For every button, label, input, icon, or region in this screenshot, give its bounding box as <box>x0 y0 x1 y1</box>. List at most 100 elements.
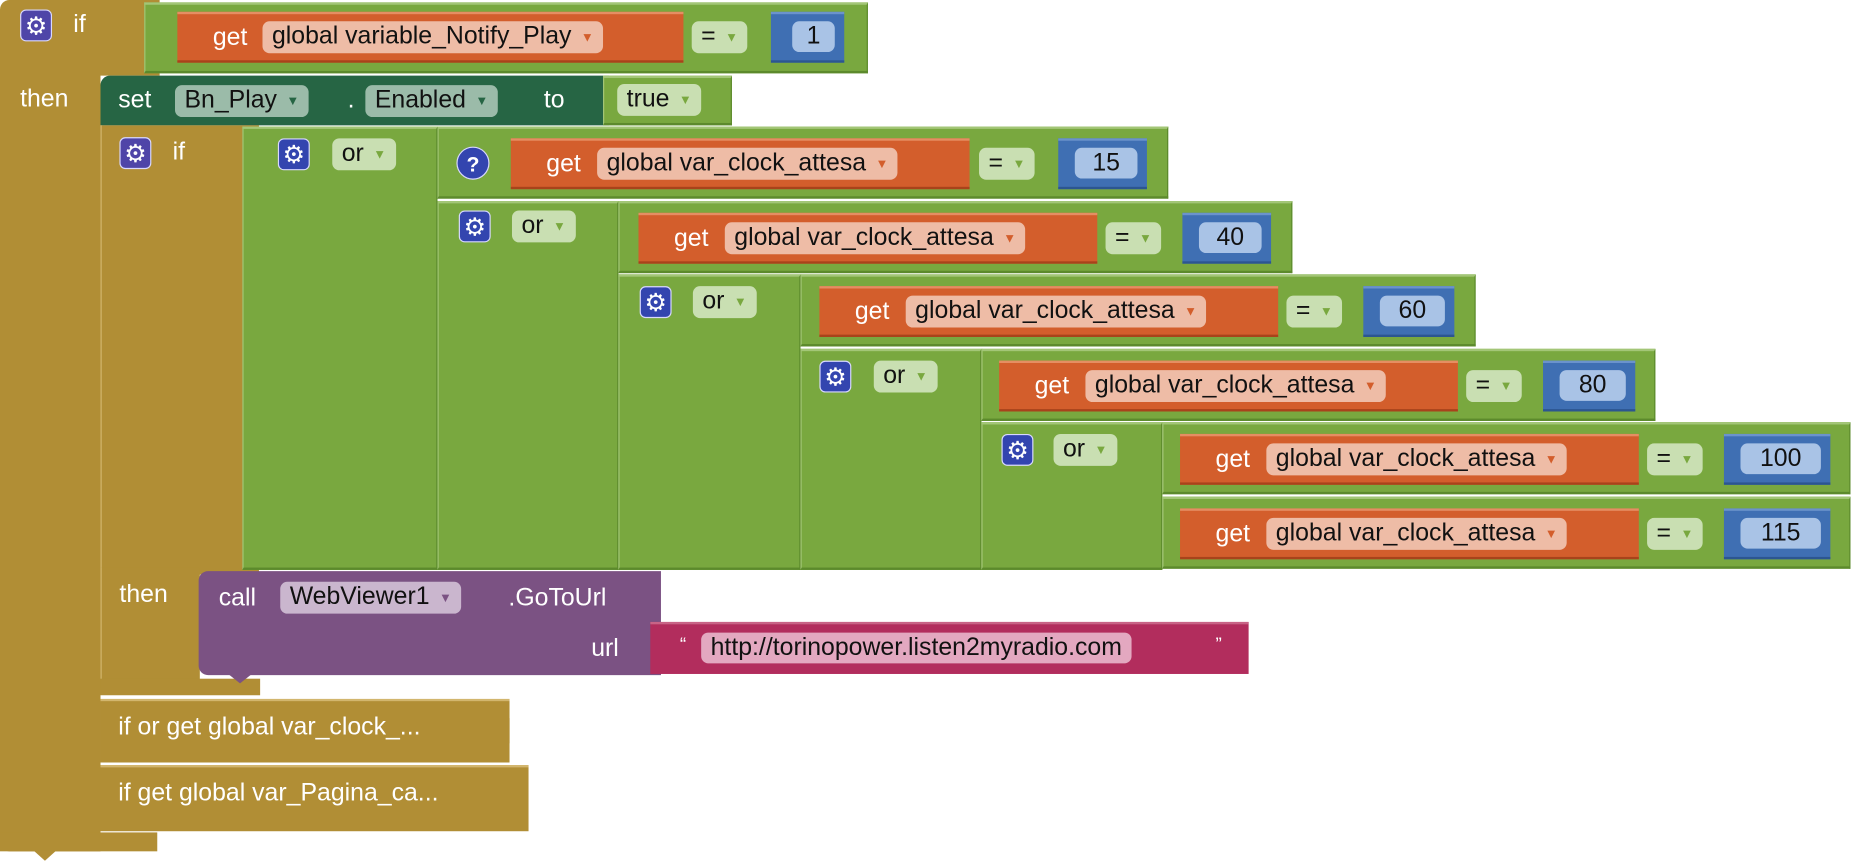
operator: = <box>701 22 716 50</box>
variable-dropdown[interactable]: global var_clock_attesa ▼ <box>905 295 1207 328</box>
operator: = <box>988 148 1003 177</box>
outer-if-bottom <box>0 832 158 852</box>
dropdown-arrow-icon: ▼ <box>439 591 452 606</box>
variable-dropdown[interactable]: global var_clock_attesa▼ <box>1266 443 1568 476</box>
number-value[interactable]: 15 <box>1074 147 1138 179</box>
number-value[interactable]: 40 <box>1198 222 1262 254</box>
number-value[interactable]: 80 <box>1559 370 1626 401</box>
collapsed-if-label-2: if get global var_Pagina_ca... <box>118 779 439 807</box>
operator: = <box>1656 444 1672 472</box>
or-operator-dropdown[interactable]: or▼ <box>873 360 938 393</box>
dropdown-arrow-icon: ▼ <box>373 147 387 162</box>
or-mutator-gear-icon[interactable]: ⚙ <box>819 360 852 393</box>
close-quote: ” <box>1215 634 1222 656</box>
outer-if-mutator-gear-icon[interactable]: ⚙ <box>20 9 53 42</box>
help-question-icon[interactable]: ? <box>456 146 490 180</box>
operator-dropdown[interactable]: =▼ <box>979 147 1035 180</box>
outer-if-spine <box>0 70 101 852</box>
get-label: get <box>1215 520 1251 548</box>
dropdown-arrow-icon: ▼ <box>1363 379 1377 394</box>
boolean-dropdown[interactable]: true▼ <box>617 83 702 116</box>
operator-dropdown[interactable]: =▼ <box>1466 370 1522 403</box>
dropdown-arrow-icon: ▼ <box>1680 452 1694 468</box>
collapsed-if-block-1[interactable] <box>100 698 510 763</box>
operator-dropdown[interactable]: =▼ <box>1105 222 1162 255</box>
or-operator-dropdown[interactable]: or ▼ <box>511 210 576 243</box>
or-operator-dropdown[interactable]: or ▼ <box>692 286 757 319</box>
or-mutator-gear-icon[interactable]: ⚙ <box>639 286 672 319</box>
operator: = <box>1115 223 1130 251</box>
number-value[interactable]: 115 <box>1740 517 1821 549</box>
number-value[interactable]: 60 <box>1379 295 1445 327</box>
dropdown-arrow-icon: ▼ <box>1094 443 1108 458</box>
or-label: or <box>521 211 544 239</box>
number-value[interactable]: 1 <box>792 21 835 53</box>
operator: = <box>1475 371 1491 399</box>
method-label: .GoToUrl <box>508 584 607 612</box>
webviewer-dropdown[interactable]: WebViewer1 ▼ <box>280 581 462 614</box>
dropdown-arrow-icon: ▼ <box>875 157 889 172</box>
dropdown-arrow-icon: ▼ <box>1499 379 1513 394</box>
boolean-value: true <box>626 85 670 113</box>
operator-dropdown[interactable]: =▼ <box>1647 517 1703 550</box>
collapsed-if-block-2[interactable] <box>100 765 529 832</box>
variable-name: global variable_Notify_Play <box>271 22 572 50</box>
property-dropdown[interactable]: Enabled▼ <box>365 85 498 118</box>
outer-if-bottom-notch <box>33 850 57 861</box>
url-param-label: url <box>591 634 619 663</box>
component-name: WebViewer1 <box>289 582 430 611</box>
dropdown-arrow-icon: ▼ <box>475 94 489 109</box>
dropdown-arrow-icon: ▼ <box>1138 231 1152 246</box>
variable-dropdown[interactable]: global var_clock_attesa ▼ <box>724 222 1026 255</box>
variable-dropdown[interactable]: global var_clock_attesa ▼ <box>597 147 898 180</box>
to-label: to <box>543 86 565 114</box>
dropdown-arrow-icon: ▼ <box>552 219 566 235</box>
dropdown-arrow-icon: ▼ <box>1003 231 1017 246</box>
inner-then-label: then <box>119 580 168 608</box>
dropdown-arrow-icon: ▼ <box>733 295 747 310</box>
inner-if-label: if <box>172 138 186 166</box>
set-label: set <box>118 86 152 114</box>
call-bottom-notch <box>228 673 252 684</box>
or-mutator-gear-icon[interactable]: ⚙ <box>458 210 491 243</box>
component-dropdown[interactable]: Bn_Play▼ <box>174 85 309 118</box>
variable-name: global var_clock_attesa <box>606 148 867 177</box>
dot-label: . <box>347 86 355 114</box>
operator-dropdown[interactable]: =▼ <box>1647 443 1703 476</box>
dropdown-arrow-icon: ▼ <box>725 30 739 45</box>
variable-dropdown[interactable]: global var_clock_attesa▼ <box>1266 517 1568 550</box>
or-label: or <box>341 139 364 167</box>
or-block[interactable] <box>437 201 619 570</box>
operator-dropdown[interactable]: =▼ <box>691 21 748 54</box>
dropdown-arrow-icon: ▼ <box>580 30 594 45</box>
variable-name: global var_clock_attesa <box>1275 444 1536 472</box>
or-operator-dropdown[interactable]: or ▼ <box>332 138 396 171</box>
call-label: call <box>218 584 257 612</box>
or-mutator-gear-icon[interactable]: ⚙ <box>277 138 310 171</box>
or-block[interactable] <box>618 274 801 570</box>
variable-dropdown[interactable]: global variable_Notify_Play ▼ <box>262 21 604 54</box>
variable-name: global var_clock_attesa <box>734 223 994 251</box>
or-operator-dropdown[interactable]: or▼ <box>1053 433 1117 466</box>
dropdown-arrow-icon: ▼ <box>286 94 300 109</box>
or-label: or <box>883 361 906 390</box>
url-text-field[interactable]: http://torinopower.listen2myradio.com <box>701 632 1132 664</box>
or-block[interactable] <box>242 126 438 570</box>
operator-dropdown[interactable]: =▼ <box>1286 295 1343 328</box>
inner-if-block[interactable] <box>100 125 259 575</box>
or-label: or <box>702 287 725 315</box>
dropdown-arrow-icon: ▼ <box>1184 305 1198 320</box>
get-label: get <box>1034 372 1070 400</box>
get-label: get <box>212 23 248 51</box>
or-mutator-gear-icon[interactable]: ⚙ <box>1001 433 1034 466</box>
operator: = <box>1295 296 1311 324</box>
operator: = <box>1656 519 1672 547</box>
variable-name: global var_clock_attesa <box>1275 519 1536 547</box>
open-quote: “ <box>679 634 687 656</box>
outer-then-label: then <box>20 85 69 113</box>
inner-if-mutator-gear-icon[interactable]: ⚙ <box>119 137 152 170</box>
number-value[interactable]: 100 <box>1740 443 1821 475</box>
variable-name: global var_clock_attesa <box>915 296 1175 324</box>
variable-dropdown[interactable]: global var_clock_attesa▼ <box>1085 370 1387 403</box>
